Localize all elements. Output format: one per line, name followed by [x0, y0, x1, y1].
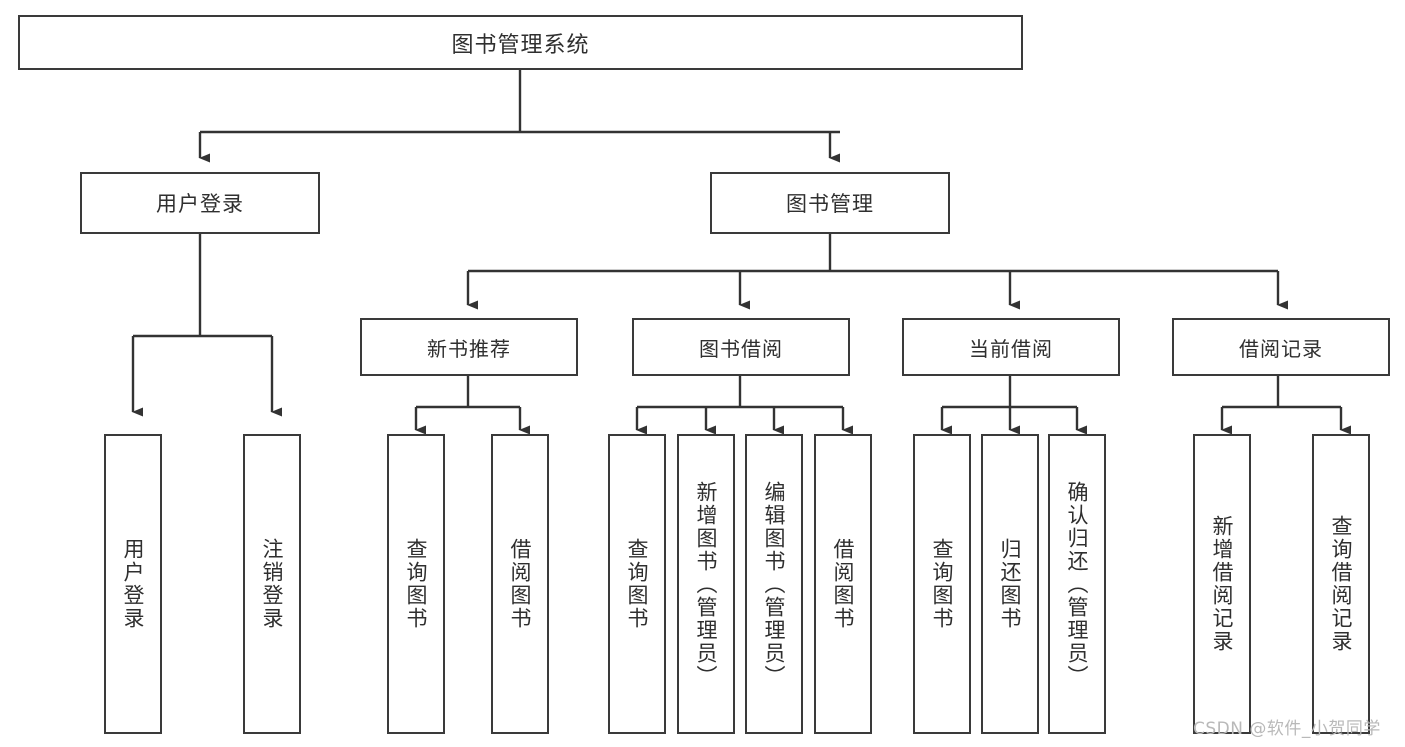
node-label: 确认归还（管理员） — [1065, 480, 1090, 688]
leaf-borrow-add-book-admin[interactable]: 新增图书（管理员） — [677, 434, 735, 734]
leaf-user-login-logout[interactable]: 注销登录 — [243, 434, 301, 734]
node-label: 用户登录 — [156, 192, 244, 216]
leaf-new-book-borrow[interactable]: 借阅图书 — [491, 434, 549, 734]
node-borrow-record[interactable]: 借阅记录 — [1172, 318, 1390, 376]
leaf-new-book-query[interactable]: 查询图书 — [387, 434, 445, 734]
leaf-current-confirm-return-admin[interactable]: 确认归还（管理员） — [1048, 434, 1106, 734]
node-label: 归还图书 — [998, 538, 1023, 630]
node-label: 新增借阅记录 — [1210, 515, 1235, 653]
node-label: 用户登录 — [121, 538, 146, 630]
leaf-borrow-query-book[interactable]: 查询图书 — [608, 434, 666, 734]
leaf-user-login-login[interactable]: 用户登录 — [104, 434, 162, 734]
node-label: 图书管理系统 — [451, 32, 590, 58]
node-label: 借阅图书 — [831, 538, 856, 630]
node-current-borrow[interactable]: 当前借阅 — [902, 318, 1120, 376]
leaf-record-add-record[interactable]: 新增借阅记录 — [1193, 434, 1251, 734]
leaf-borrow-borrow-book[interactable]: 借阅图书 — [814, 434, 872, 734]
node-user-login[interactable]: 用户登录 — [80, 172, 320, 234]
node-root-system[interactable]: 图书管理系统 — [18, 15, 1023, 70]
leaf-current-query-book[interactable]: 查询图书 — [913, 434, 971, 734]
node-label: 查询图书 — [625, 538, 650, 630]
node-label: 新书推荐 — [427, 336, 511, 361]
node-new-book-recommend[interactable]: 新书推荐 — [360, 318, 578, 376]
leaf-borrow-edit-book-admin[interactable]: 编辑图书（管理员） — [745, 434, 803, 734]
node-label: 查询借阅记录 — [1329, 515, 1354, 653]
node-label: 查询图书 — [930, 538, 955, 630]
node-label: 借阅图书 — [508, 538, 533, 630]
leaf-current-return-book[interactable]: 归还图书 — [981, 434, 1039, 734]
node-label: 借阅记录 — [1239, 336, 1323, 361]
node-label: 注销登录 — [260, 538, 285, 630]
node-label: 编辑图书（管理员） — [762, 480, 787, 688]
node-book-borrow[interactable]: 图书借阅 — [632, 318, 850, 376]
node-label: 图书管理 — [786, 192, 874, 216]
node-label: 图书借阅 — [699, 336, 783, 361]
leaf-record-query-record[interactable]: 查询借阅记录 — [1312, 434, 1370, 734]
node-label: 新增图书（管理员） — [694, 480, 719, 688]
node-label: 查询图书 — [404, 538, 429, 630]
node-label: 当前借阅 — [969, 336, 1053, 361]
node-book-management[interactable]: 图书管理 — [710, 172, 950, 234]
watermark-text: CSDN @软件_小贺同学 — [1193, 719, 1381, 739]
